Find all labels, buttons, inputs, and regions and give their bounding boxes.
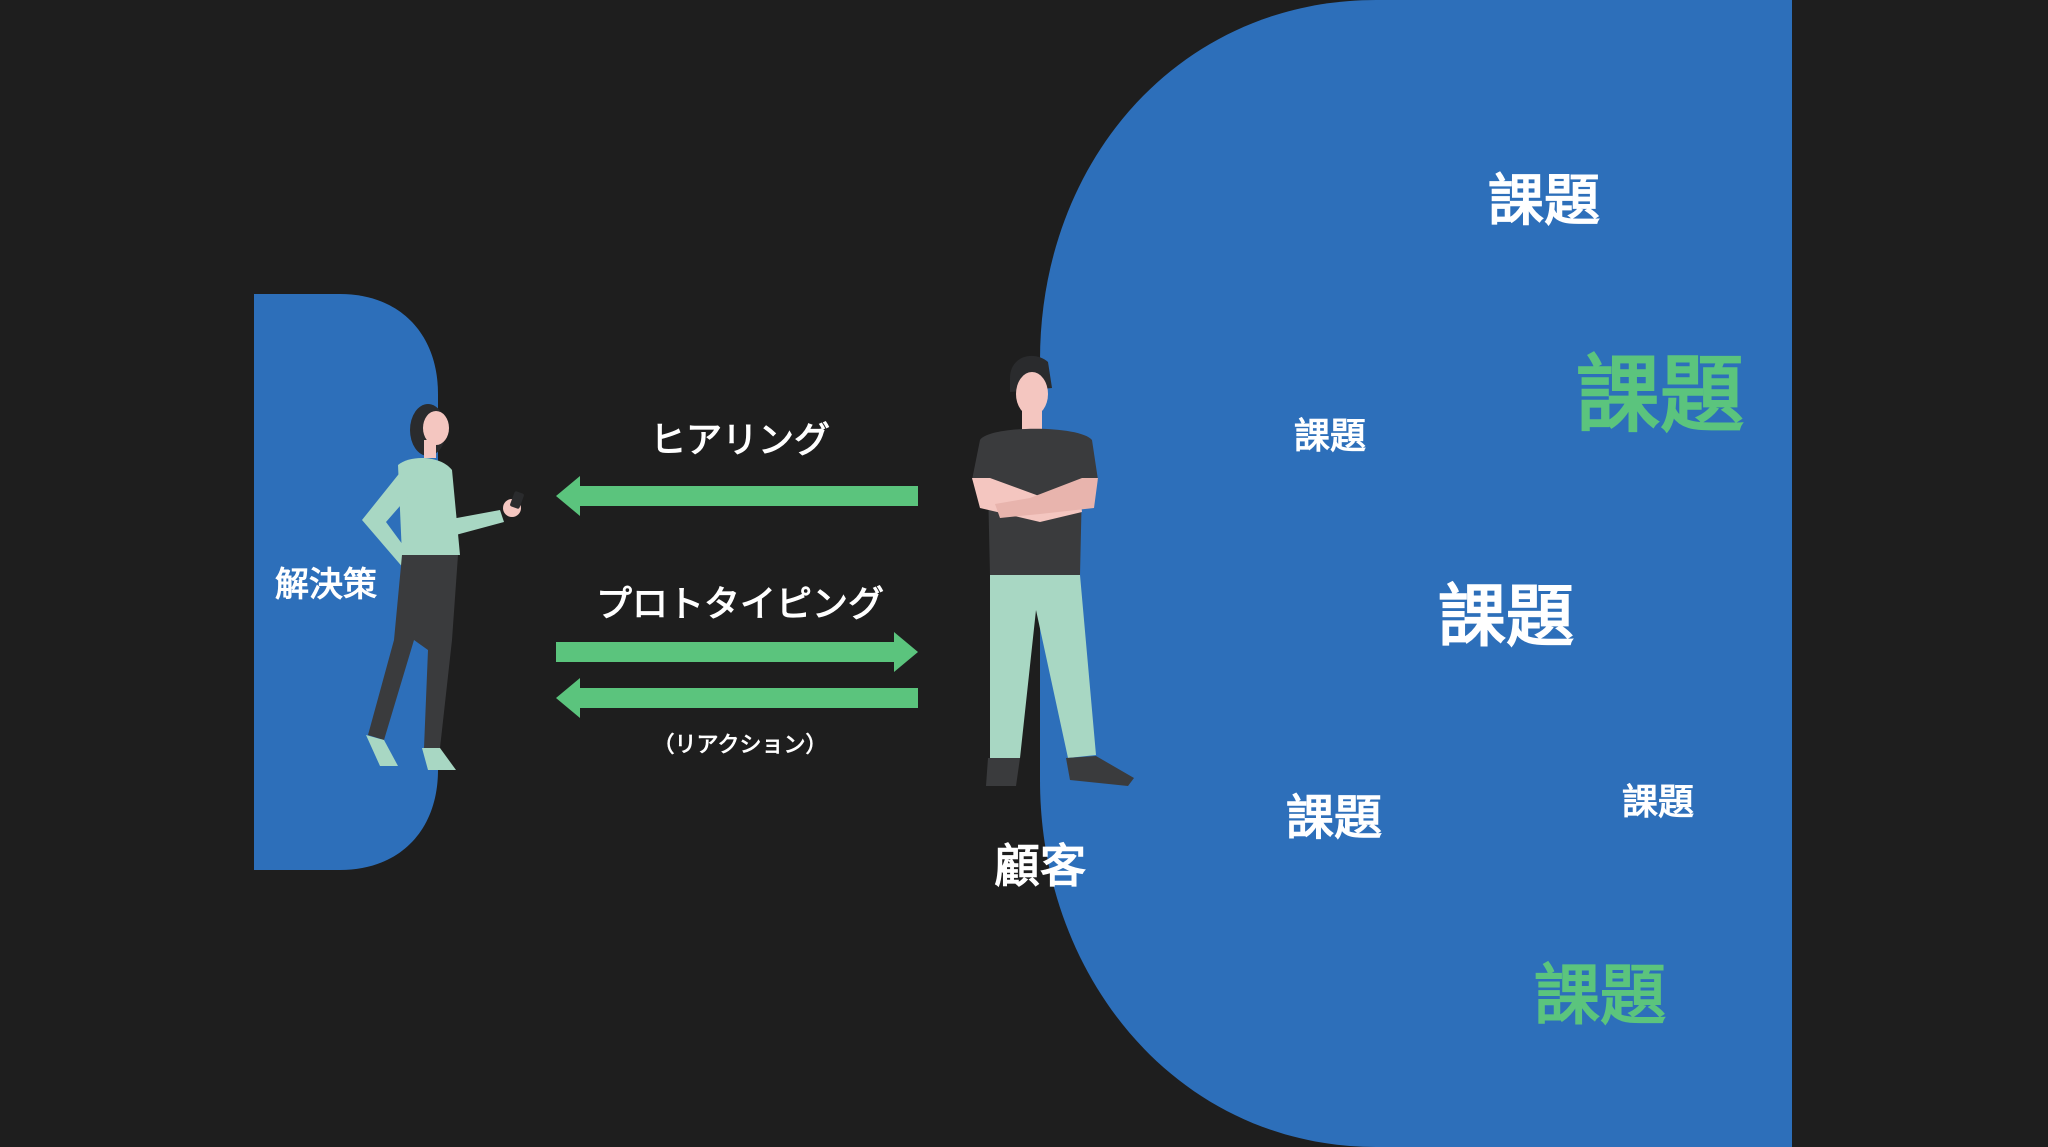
problem-space-region [1040, 0, 1792, 1147]
reaction-label: （リアクション） [653, 733, 828, 758]
prototyping-label: プロトタイピング [596, 584, 884, 625]
hearing-label: ヒアリング [650, 420, 830, 461]
issue-label: 課題 [1286, 790, 1382, 846]
solution-label: 解決策 [275, 565, 377, 605]
issue-label: 課題 [1294, 416, 1366, 457]
issue-label: 課題 [1488, 169, 1600, 234]
hearing-arrow [556, 476, 918, 516]
man-figure [972, 355, 1134, 786]
issue-label: 課題 [1534, 957, 1666, 1034]
issue-label: 課題 [1576, 346, 1744, 444]
woman-figure [362, 404, 524, 770]
issue-label: 課題 [1622, 782, 1694, 823]
issue-label: 課題 [1438, 578, 1574, 657]
customer-label: 顧客 [994, 839, 1086, 893]
reaction-arrow [556, 678, 918, 718]
prototyping-arrow [556, 632, 918, 672]
solution-region [254, 294, 438, 870]
